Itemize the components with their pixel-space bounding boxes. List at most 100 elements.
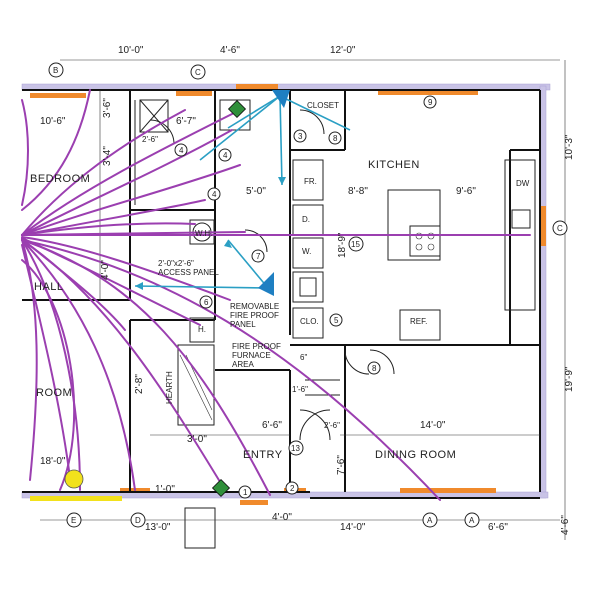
num-7: 7 (256, 252, 261, 261)
window-bath (176, 91, 212, 96)
marker-b: B (53, 66, 58, 75)
dim-30: 3'-0" (187, 434, 207, 445)
dim-34: 3'-4" (102, 146, 113, 166)
num-13: 13 (291, 444, 300, 453)
num-4b: 4 (223, 151, 228, 160)
marker-a1: A (427, 516, 433, 525)
note-panel-2: FIRE PROOF (230, 311, 279, 320)
circled-numbers: 1 2 3 4 4 4 5 6 7 8 8 9 13 15 (174, 95, 437, 499)
room-hall: HALL (34, 281, 64, 293)
dim-top-2: 4'-6" (220, 45, 240, 56)
num-2: 2 (290, 484, 295, 493)
label-hearth: HEARTH (165, 371, 174, 404)
dim-140: 14'-0" (420, 420, 446, 431)
label-d: D. (302, 215, 310, 224)
notes: 2'-0"x2'-6" ACCESS PANEL REMOVABLE FIRE … (158, 259, 281, 369)
dim-76: 7'-6" (336, 455, 347, 475)
dim-50: 5'-0" (246, 186, 266, 197)
num-6: 6 (204, 298, 209, 307)
room-room: ROOM (36, 387, 72, 399)
dim-6: 6" (300, 353, 307, 362)
dim-10: 1'-0" (155, 484, 175, 495)
marker-e: E (71, 516, 76, 525)
kitchen-island (387, 189, 441, 261)
sensors (64, 90, 290, 498)
label-wh: W.H. (195, 229, 212, 238)
dim-180: 18'-0" (40, 456, 66, 467)
dim-bottom-130: 13'-0" (145, 522, 171, 533)
cooktop (409, 225, 441, 257)
room-entry: ENTRY (243, 449, 283, 461)
label-h: H. (198, 325, 206, 334)
dim-67: 6'-7" (176, 116, 196, 127)
window-yellow (30, 496, 122, 501)
dim-bed-w: 10'-6" (40, 116, 66, 127)
dim-189: 18'-9" (337, 232, 348, 258)
cyan-arrows (134, 95, 351, 290)
room-closet: CLOSET (307, 101, 339, 110)
note-furnace-3: AREA (232, 360, 254, 369)
window-dw (540, 206, 546, 246)
dim-103: 10'-3" (564, 134, 575, 160)
num-8b: 8 (372, 364, 377, 373)
dim-26b: 2'-6" (324, 421, 340, 430)
num-15: 15 (351, 240, 360, 249)
window-entry-left (240, 500, 268, 505)
walls (22, 89, 541, 499)
dim-bottom-40: 4'-0" (272, 512, 292, 523)
dim-66: 6'-6" (262, 420, 282, 431)
note-furnace-2: FURNACE (232, 351, 271, 360)
dim-16: 1'-6" (292, 385, 308, 394)
num-3: 3 (298, 132, 303, 141)
fridge-outline (292, 159, 324, 201)
marker-d: D (135, 516, 141, 525)
diamond-sensor-icon (227, 99, 247, 119)
triangle-icon (272, 90, 290, 108)
num-8: 8 (333, 134, 338, 143)
room-labels: BEDROOM HALL ROOM KITCHEN ENTRY DINING R… (30, 101, 530, 461)
grid-markers: B C C E D A A (48, 62, 568, 528)
note-furnace-1: FIRE PROOF (232, 342, 281, 351)
fireplace (177, 344, 215, 426)
sink (511, 209, 531, 229)
label-dw: DW (516, 179, 530, 188)
window-dining (400, 488, 496, 493)
dim-199: 19'-9" (564, 366, 575, 392)
dim-top-1: 10'-0" (118, 45, 144, 56)
note-access-panel: ACCESS PANEL (158, 268, 219, 277)
note-panel-3: PANEL (230, 320, 256, 329)
room-bedroom: BEDROOM (30, 173, 90, 185)
dim-96: 9'-6" (456, 186, 476, 197)
dimension-labels: 10'-0" 4'-6" 12'-0" 10'-6" 3'-6" 6'-7" 2… (40, 45, 575, 535)
dim-40: 4'-0" (100, 260, 111, 280)
num-5: 5 (334, 316, 339, 325)
dim-bottom-66: 6'-6" (488, 522, 508, 533)
window-bedroom (30, 93, 86, 98)
dim-top-3: 12'-0" (330, 45, 356, 56)
note-panel-1: REMOVABLE (230, 302, 279, 311)
diamond-sensor-icon (211, 478, 231, 498)
label-ref: REF. (410, 317, 427, 326)
note-access-size: 2'-0"x2'-6" (158, 259, 194, 268)
purple-rays (21, 89, 531, 501)
detail-lines (40, 59, 566, 549)
dim-right-46: 4'-6" (560, 515, 571, 535)
room-dining: DINING ROOM (375, 449, 456, 461)
ref-outline (399, 309, 441, 341)
dim-26: 2'-6" (142, 135, 158, 144)
window-closet (236, 84, 278, 89)
dim-28: 2'-8" (134, 374, 145, 394)
dim-bottom-140: 14'-0" (340, 522, 366, 533)
num-9: 9 (428, 98, 433, 107)
num-4: 4 (179, 146, 184, 155)
label-fr: FR. (304, 177, 317, 186)
light-icon (64, 469, 84, 489)
marker-c: C (195, 68, 201, 77)
num-1: 1 (243, 488, 248, 497)
label-w: W. (302, 247, 311, 256)
marker-a2: A (469, 516, 475, 525)
triangle-icon (258, 272, 274, 296)
dim-88: 8'-8" (348, 186, 368, 197)
num-4c: 4 (212, 190, 217, 199)
